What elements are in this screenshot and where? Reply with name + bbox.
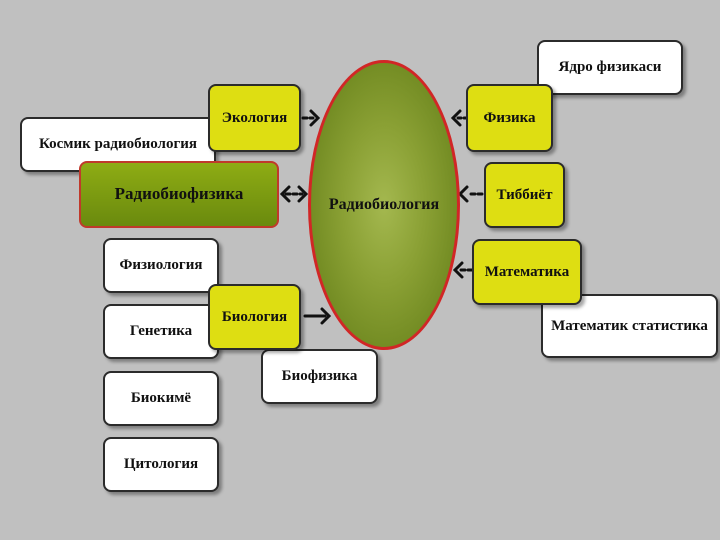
arrowhead-matematika [452,261,464,279]
node-fiziologiya: Физиология [103,238,219,293]
node-yadro-fizikasi: Ядро физикаси [537,40,683,95]
arrowhead-tibbiyot [457,185,469,203]
node-biofizika: Биофизика [261,349,378,404]
node-tibbiyot: Тиббиёт [484,162,565,228]
node-biologiya: Биология [208,284,301,350]
node-matematika: Математика [472,239,582,305]
arrowhead-radiobiofizika-right [297,185,309,203]
node-fizika: Физика [466,84,553,152]
node-ekologiya: Экология [208,84,301,152]
arrowhead-fizika [450,109,462,127]
node-biokime: Биокимё [103,371,219,426]
arrowhead-biologiya [320,307,332,325]
arrowhead-radiobiofizika-left [279,185,291,203]
node-matematik-statistika: Математик статистика [541,294,718,358]
node-sitologiya: Цитология [103,437,219,492]
arrowhead-ekologiya [309,109,321,127]
central-node-label: Радиобиология [328,196,440,213]
node-genetika: Генетика [103,304,219,359]
node-radiobiofizika: Радиобиофизика [79,161,279,228]
central-node-radiobiologiya: Радиобиология [308,60,460,350]
